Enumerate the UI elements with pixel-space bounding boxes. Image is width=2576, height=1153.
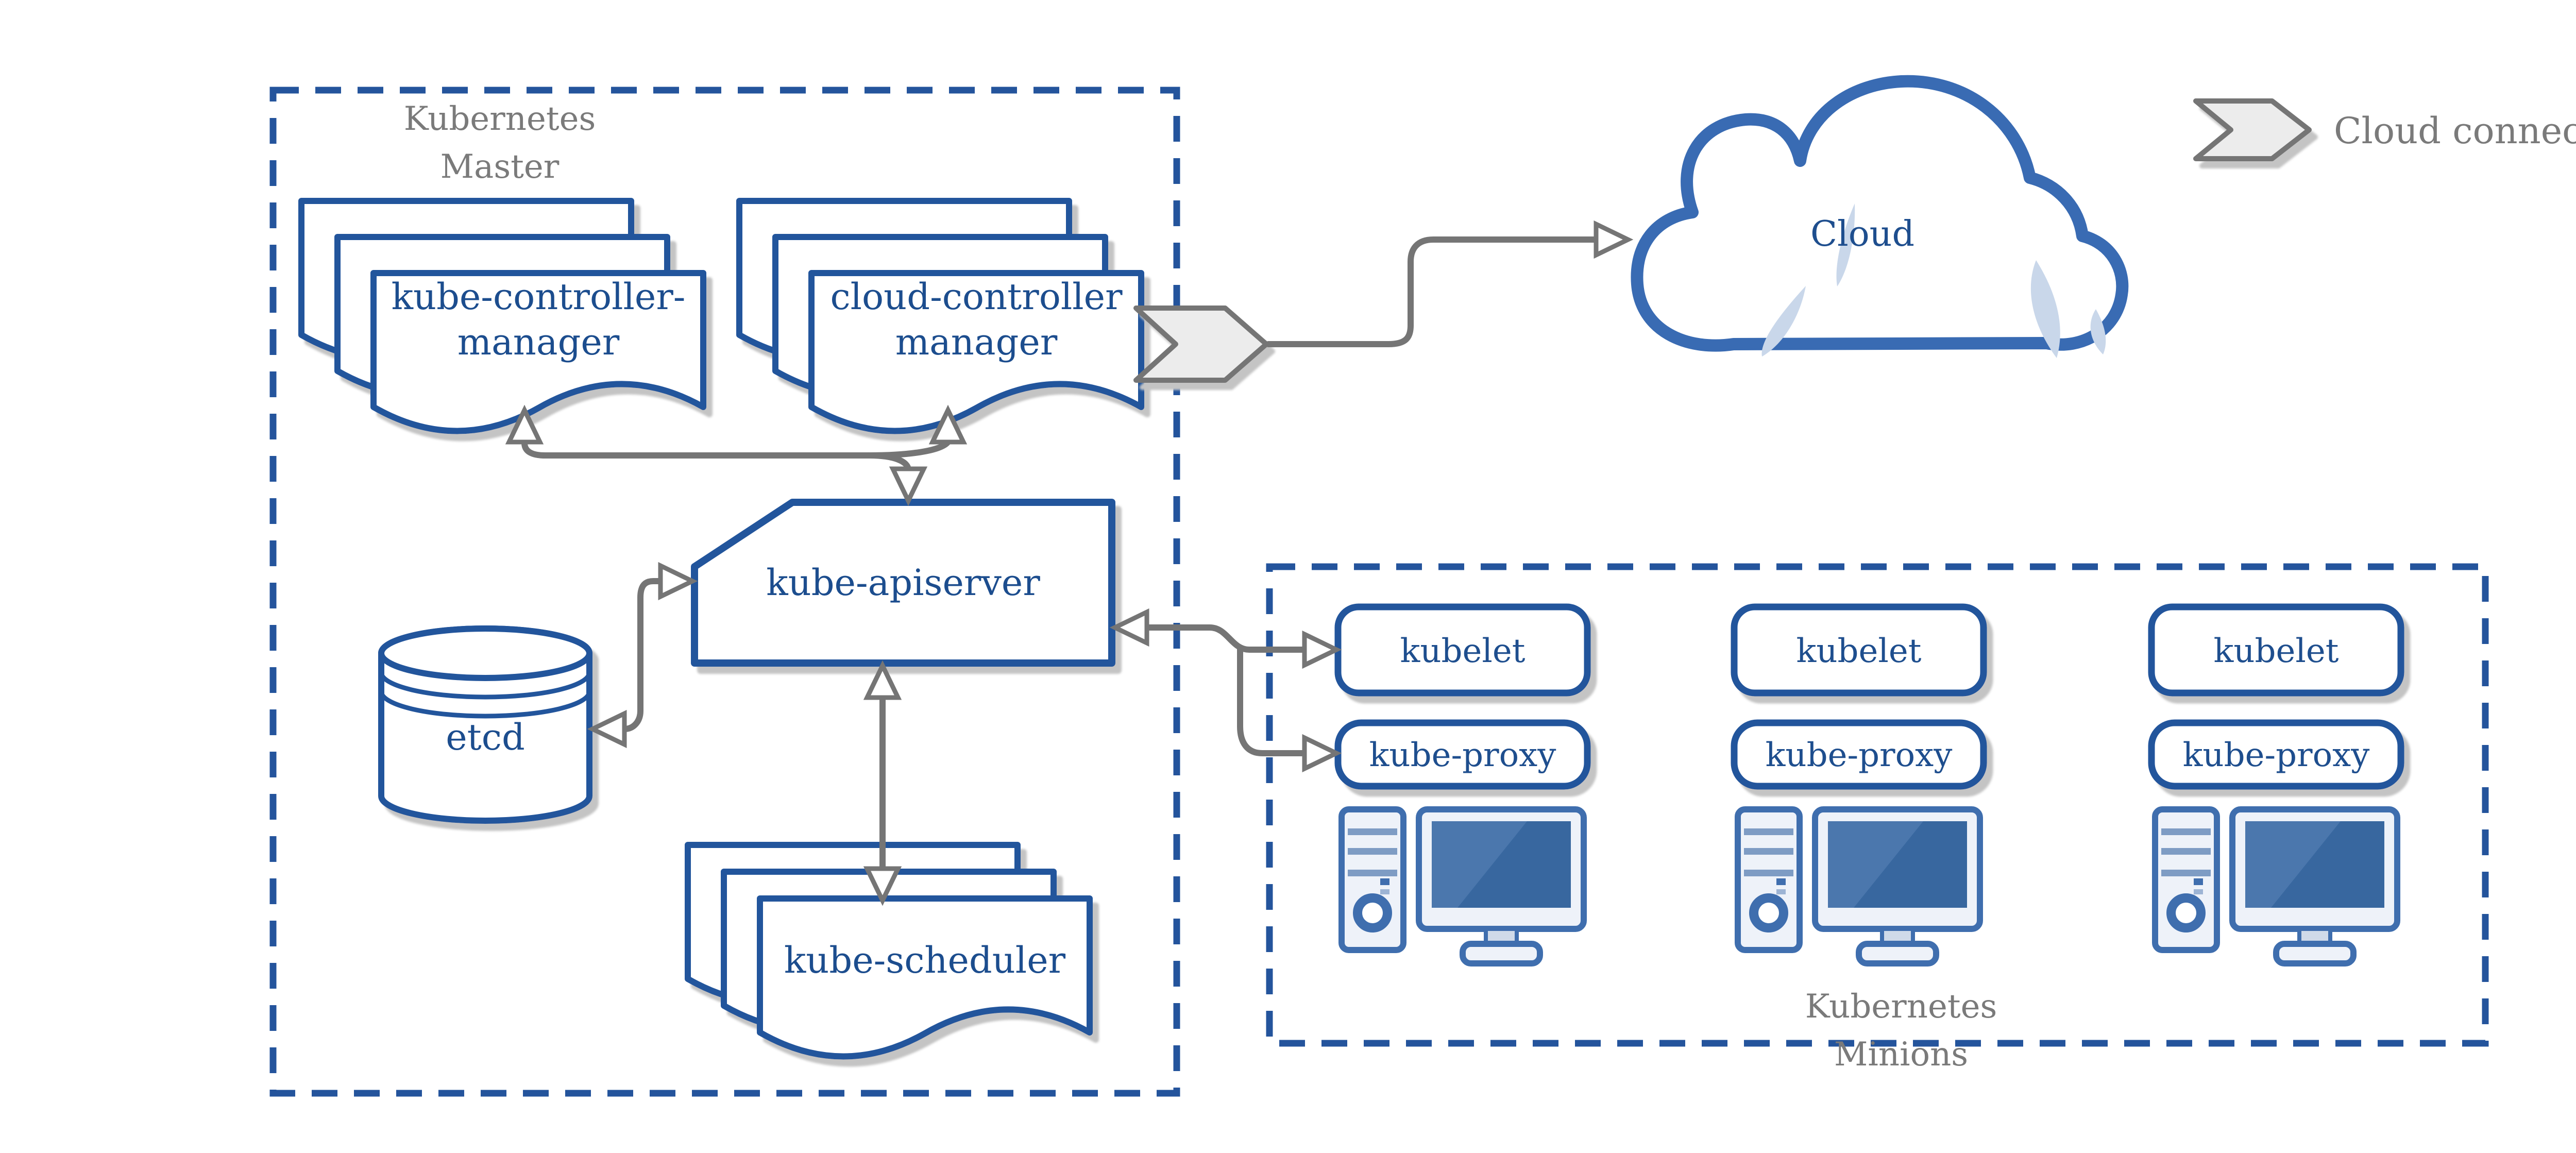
arrowhead-down-icon — [863, 866, 902, 906]
cloud-controller-manager-label-line2: manager — [895, 321, 1058, 363]
cloud-connector-chevron-icon — [1133, 306, 1269, 383]
kube-apiserver-shape — [691, 499, 1115, 667]
kube-proxy-box — [1731, 719, 1987, 790]
kubelet-label: kubelet — [1797, 632, 1922, 670]
document-page-front-icon — [808, 270, 1144, 434]
cloud-highlight-slash — [1836, 204, 1855, 286]
minions-title-line1: Kubernetes — [1805, 988, 1997, 1026]
etcd-cylinder-ring1 — [379, 672, 592, 700]
desktop-computer-icon — [1338, 806, 1587, 967]
minions-title-line2: Minions — [1834, 1036, 1968, 1074]
kube-scheduler-label: kube-scheduler — [784, 939, 1066, 981]
cloud-label: Cloud — [1810, 214, 1914, 255]
desktop-computer-icon — [1735, 806, 1983, 967]
connector-apiserver-kubeproxy — [1237, 647, 1308, 756]
kube-proxy-label: kube-proxy — [2183, 736, 2370, 774]
arrowhead-right-icon — [1594, 220, 1634, 259]
cloud-shape — [1631, 75, 2129, 352]
cloud-node: Cloud — [1631, 75, 2129, 358]
kubelet-label: kubelet — [2214, 632, 2339, 670]
connector-managers-bar — [521, 440, 873, 459]
connector-apiserver-kubelet — [1144, 624, 1308, 653]
arrowhead-left-icon — [1109, 608, 1149, 647]
kube-scheduler-node: kube-scheduler — [685, 842, 1093, 1060]
cloud-controller-manager-label-line1: cloud-controller — [830, 276, 1123, 318]
master-dashed-border — [269, 87, 1180, 1097]
minions-group: Kubernetes Minions — [1266, 563, 2489, 1074]
legend-cloud-connector-label: Cloud connector — [2334, 110, 2576, 152]
kube-proxy-label: kube-proxy — [1369, 736, 1556, 774]
connector-apiserver-etcd — [621, 578, 664, 732]
etcd-node: etcd — [378, 625, 592, 824]
minion-node-1: kubelet kube-proxy — [1334, 603, 1591, 967]
kube-proxy-label: kube-proxy — [1766, 736, 1953, 774]
connector-chevron-cloud — [1265, 236, 1598, 347]
kube-apiserver-label: kube-apiserver — [766, 562, 1040, 604]
master-title-line2: Master — [440, 148, 560, 186]
kube-controller-manager-node: kube-controller- manager — [298, 198, 706, 434]
cloud-connector-legend-icon — [2193, 98, 2312, 161]
document-page-front-icon — [757, 895, 1093, 1060]
arrowhead-up-icon — [863, 660, 902, 700]
kubelet-box — [1731, 603, 1987, 697]
master-title-line1: Kubernetes — [404, 100, 596, 138]
etcd-cylinder-ring2 — [379, 691, 592, 719]
minion-node-2: kubelet kube-proxy — [1731, 603, 1987, 967]
cloud-controller-manager-node: cloud-controller manager — [736, 198, 1144, 434]
etcd-cylinder-top — [378, 625, 592, 681]
document-page-front-icon — [370, 270, 706, 434]
kube-controller-manager-label-line1: kube-controller- — [392, 276, 686, 318]
legend: Cloud connector — [2193, 98, 2576, 161]
kubelet-box — [2148, 603, 2404, 697]
arrowhead-up-icon — [928, 404, 968, 445]
connectors — [505, 220, 1634, 906]
minions-dashed-border — [1266, 563, 2489, 1047]
arrowhead-right-icon — [1302, 734, 1342, 773]
etcd-label: etcd — [446, 716, 525, 758]
kube-proxy-box — [2148, 719, 2404, 790]
kube-controller-manager-label-line2: manager — [457, 321, 620, 363]
cloud-highlight-slash — [2030, 260, 2060, 358]
arrowhead-left-icon — [587, 709, 627, 749]
arrowhead-right-icon — [1302, 630, 1342, 669]
minion-node-3: kubelet kube-proxy — [2148, 603, 2404, 967]
cloud-highlight-slash — [1761, 286, 1806, 357]
arrowhead-down-icon — [889, 466, 928, 506]
cloud-highlight-slash — [2090, 309, 2106, 354]
kubelet-label: kubelet — [1400, 632, 1526, 670]
kube-apiserver-node: kube-apiserver — [691, 499, 1115, 667]
arrowhead-up-icon — [505, 404, 544, 445]
arrowhead-right-icon — [658, 562, 698, 601]
master-group: Kubernetes Master — [269, 87, 1180, 1097]
desktop-computer-icon — [2152, 806, 2400, 967]
